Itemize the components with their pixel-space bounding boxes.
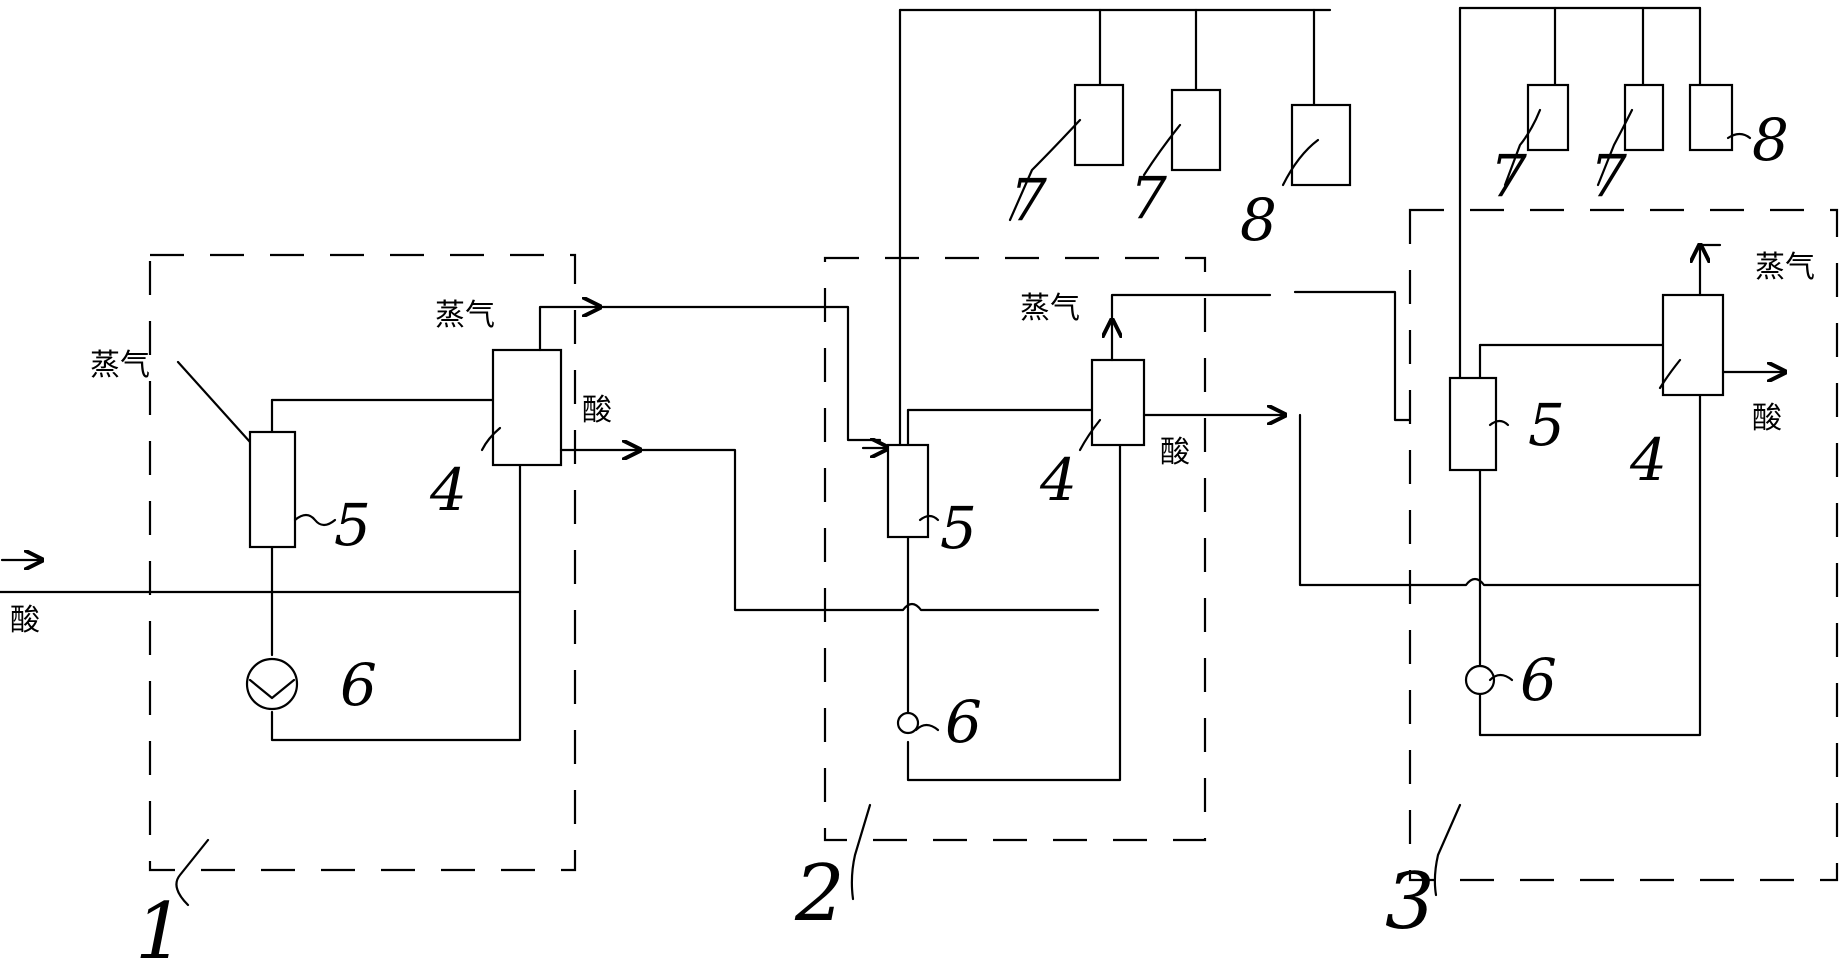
stage-3-acid-out-label: 酸 [1752,401,1782,436]
stage-3-label-4: 4 [1629,426,1667,494]
leader [1488,673,1514,682]
feed-acid-label: 酸 [10,603,40,638]
leader [1658,358,1682,390]
stage-3-label-7b: 7 [1590,142,1627,210]
stage-1-label-4: 4 [429,456,467,524]
stage-1-acid-out [638,448,1100,612]
stage-2-steam-out [1293,290,1412,422]
stage-2-label-5: 5 [940,494,977,562]
stage-number-2: 2 [794,849,845,939]
leader [175,838,210,907]
stage-1-dashed-boundary [148,253,577,872]
stage-2-pipe [906,443,1122,782]
leader [1281,138,1320,187]
stage-1-steam-out-label: 蒸气 [435,298,495,333]
stage-3-heater-5 [1448,376,1498,472]
stage-2-steam-out [1110,293,1272,322]
leader [850,803,872,901]
stage-1-steam-out [538,307,600,352]
stage-1-label-6: 6 [340,651,377,719]
leader [1726,132,1752,140]
stage-2-unit-8 [1290,103,1352,187]
stage-2-heater-5 [886,443,930,539]
stage-2-stripper-4 [1090,358,1146,447]
stage-2-unit-7a [1073,83,1125,167]
leader [1078,418,1102,452]
leader [914,723,940,732]
stage-2-label-4: 4 [1039,446,1077,514]
stage-1-stripper-4 [491,348,563,467]
stage-2-steam-out-label: 蒸气 [1020,291,1080,326]
stage-2-label-6: 6 [945,688,982,756]
leader [1503,108,1542,187]
stage-2-acid-out-label: 酸 [1160,435,1190,470]
stage-2-pump-6 [896,711,920,735]
leader [480,426,502,452]
stage-3-label-8: 8 [1752,106,1789,174]
stage-3-pump-6 [1464,664,1496,696]
leader [1008,118,1082,222]
stage-2-label-8: 8 [1240,186,1277,254]
stage-1: 酸 蒸气 蒸气 酸 5 4 6 1 [0,253,1100,976]
leader [918,514,940,522]
stage-3-steam-out-label: 蒸气 [1755,250,1815,285]
stage-3-stripper-4 [1661,293,1725,397]
stage-2-unit-7b [1170,88,1222,172]
stage-2: 蒸气 酸 7 7 8 4 5 6 2 [794,8,1702,939]
stage-3: 蒸气 酸 7 7 8 5 4 6 3 [1385,6,1839,947]
stage-2-acid-out [1298,413,1702,587]
stage-2-dashed-boundary [823,256,1207,842]
stage-1-pump-6 [245,657,299,711]
stage-1-acid-out-label: 酸 [582,393,612,428]
stage-3-dashed-boundary [1408,208,1839,882]
leader [293,513,337,527]
stage-1-steam-in [176,360,252,444]
stage-1-steam-in-label: 蒸气 [90,348,150,383]
stage-1-pipe [270,463,522,742]
leader [1488,419,1510,427]
stage-1-heater-5 [248,430,297,549]
stage-3-unit-8 [1688,83,1734,152]
stage-1-pump-symbol [248,678,296,700]
stage-3-label-6: 6 [1520,646,1557,714]
stage-2-label-7a: 7 [1010,166,1047,234]
stage-number-3: 3 [1385,857,1435,947]
stage-3-unit-7b [1623,83,1665,152]
leader [1433,803,1462,897]
stage-1-label-5: 5 [334,491,371,559]
leader [1596,108,1634,187]
stage-3-pipe [1478,393,1702,737]
stage-3-label-5: 5 [1528,391,1565,459]
stage-3-unit-7a [1526,83,1570,152]
stage-1-steam-out [598,305,882,442]
leader [1142,123,1182,177]
stage-number-1: 1 [135,887,185,976]
stage-3-label-7a: 7 [1490,142,1527,210]
stage-2-label-7b: 7 [1130,164,1167,232]
